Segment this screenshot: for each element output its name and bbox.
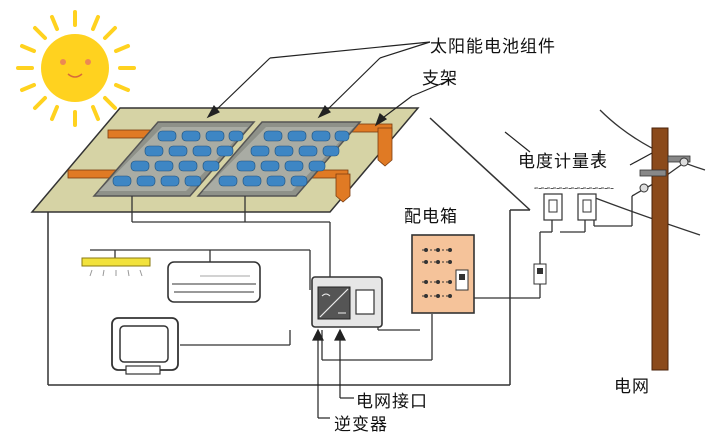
label-arrows <box>206 41 666 166</box>
solar-panel-right <box>196 121 362 197</box>
solar-panel-left <box>92 121 256 197</box>
distribution-box-label: 配电箱 <box>404 207 458 227</box>
sun-icon <box>16 10 136 127</box>
label-arrows-bottom <box>312 328 354 419</box>
meter-icon <box>543 193 597 221</box>
switch-icon <box>533 263 547 285</box>
lamp-icon <box>81 257 151 277</box>
solar-module-label: 太阳能电池组件 <box>430 37 556 57</box>
grid-interface-label: 电网接口 <box>356 392 428 412</box>
meter-enclosure <box>534 187 614 189</box>
bracket-label: 支架 <box>422 69 458 89</box>
utility-pole-icon <box>639 127 691 371</box>
air-conditioner-icon <box>167 261 261 303</box>
grid-label: 电网 <box>614 377 650 397</box>
tv-icon <box>111 317 179 375</box>
inverter-label: 逆变器 <box>334 415 388 435</box>
inverter-icon <box>311 276 383 328</box>
distribution-box-icon <box>411 234 475 314</box>
meter-label: 电度计量表 <box>518 152 608 172</box>
